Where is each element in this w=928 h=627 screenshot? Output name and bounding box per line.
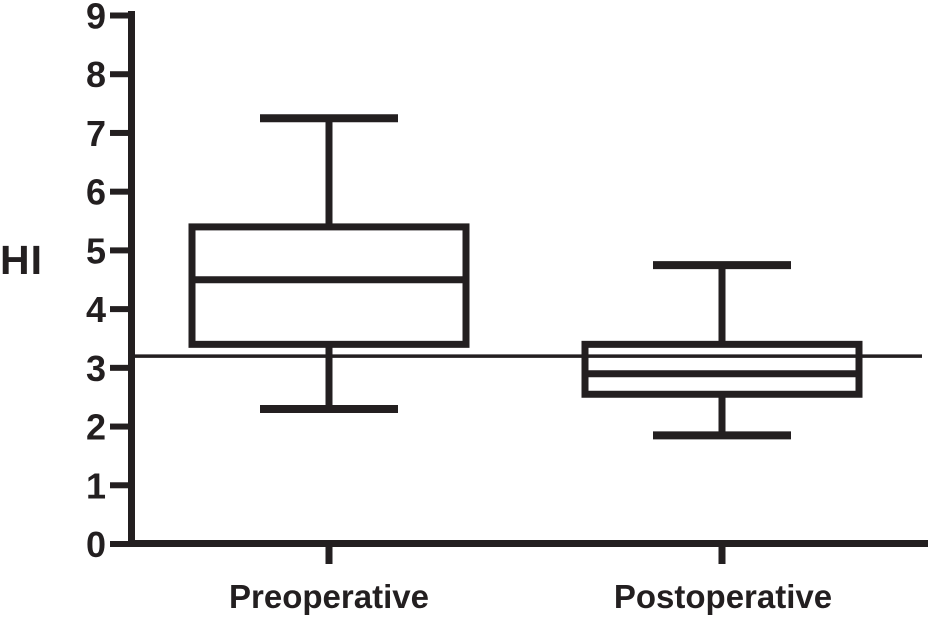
y-tick-label: 7 — [86, 113, 106, 154]
iqr-box-postoperative — [581, 340, 863, 398]
y-tick-label: 5 — [86, 230, 106, 271]
y-tick — [110, 129, 128, 136]
y-tick — [110, 364, 128, 371]
y-tick — [110, 541, 128, 547]
y-tick-label: 4 — [86, 289, 106, 330]
y-tick-label: 3 — [86, 348, 106, 389]
y-axis-line — [128, 11, 135, 547]
y-tick — [110, 482, 128, 489]
y-tick — [110, 188, 128, 195]
x-tick — [718, 547, 726, 564]
iqr-box-preoperative — [188, 223, 470, 348]
x-tick — [325, 547, 333, 564]
y-tick — [110, 423, 128, 430]
x-axis-line — [128, 540, 928, 547]
y-tick — [110, 71, 128, 78]
y-tick-label: 2 — [86, 407, 106, 448]
x-category-label-postoperative: Postoperative — [613, 578, 833, 615]
y-axis-title: HI — [0, 237, 43, 283]
y-tick-label: 1 — [86, 465, 106, 506]
y-tick — [110, 306, 128, 313]
y-tick-label: 9 — [86, 0, 106, 37]
y-tick-label: 0 — [86, 524, 106, 565]
y-tick — [110, 247, 128, 254]
y-tick — [110, 12, 128, 19]
y-tick-label: 8 — [86, 54, 106, 95]
y-tick-label: 6 — [86, 172, 106, 213]
x-category-label-preoperative: Preoperative — [229, 578, 429, 615]
